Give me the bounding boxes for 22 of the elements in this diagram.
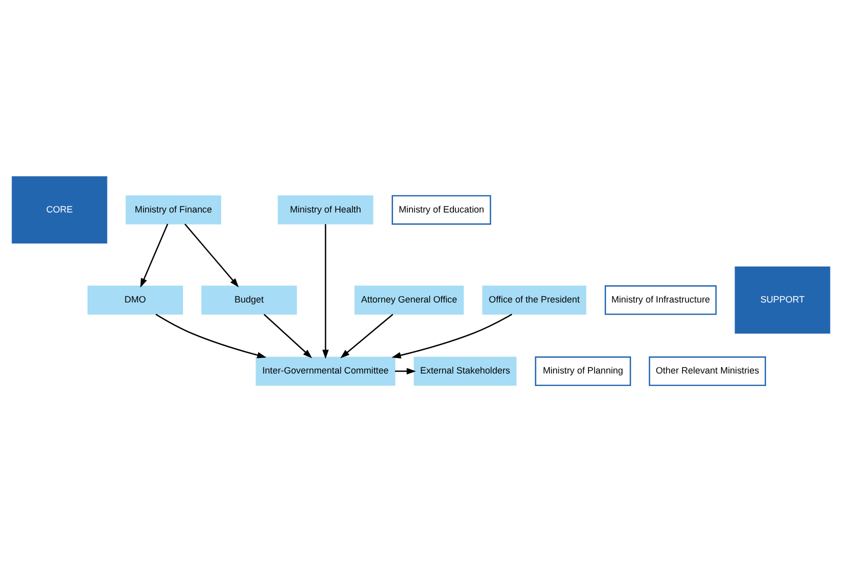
node-box: Budget [201, 285, 297, 314]
arrow [140, 223, 168, 288]
node-box: Ministry of Health [278, 194, 374, 224]
node-box: Ministry of Infrastructure [604, 284, 717, 314]
arrow [184, 223, 239, 287]
node-box: SUPPORT [734, 266, 830, 334]
node-box: Other Relevant Ministries [648, 356, 766, 386]
node-box: Ministry of Finance [126, 194, 222, 224]
node-box: Attorney General Office [354, 285, 464, 314]
arrow [155, 313, 266, 358]
node-box: Ministry of Planning [534, 356, 632, 386]
node-box: External Stakeholders [414, 356, 516, 386]
arrow [395, 367, 416, 374]
node-box: Ministry of Education [392, 194, 492, 224]
arrow [322, 224, 329, 358]
node-box: Office of the President [482, 285, 586, 314]
node-box: Inter-Governmental Committee [256, 356, 396, 386]
node-box: CORE [12, 176, 108, 243]
arrow [264, 313, 312, 358]
arrow [392, 313, 512, 358]
arrow [340, 313, 394, 358]
node-box: DMO [88, 285, 183, 314]
